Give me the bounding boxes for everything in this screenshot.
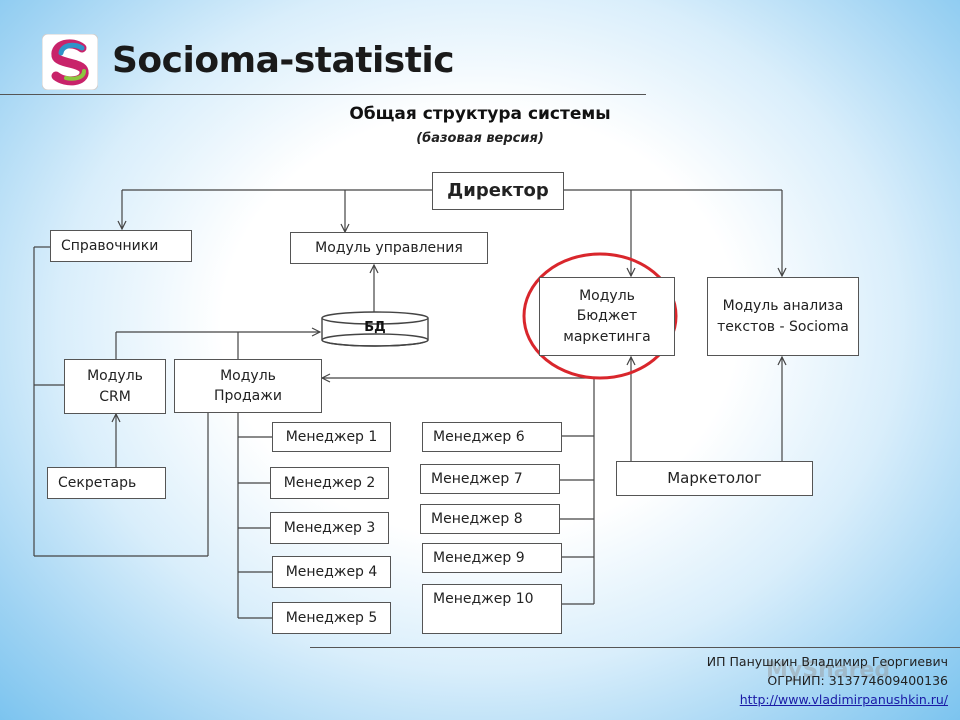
footer-ogrnip: ОГРНИП: 313774609400136 [767, 673, 948, 688]
socioma-s-logo-icon [42, 34, 98, 90]
node-manager-7: Менеджер 7 [420, 464, 560, 494]
node-manager-3: Менеджер 3 [270, 512, 389, 544]
db-label: БД [364, 320, 386, 335]
node-directories: Справочники [50, 230, 192, 262]
node-manager-5: Менеджер 5 [272, 602, 391, 634]
header-divider [0, 94, 646, 95]
footer-link[interactable]: http://www.vladimirpanushkin.ru/ [739, 692, 948, 707]
node-manager-1: Менеджер 1 [272, 422, 391, 452]
node-manager-9: Менеджер 9 [422, 543, 562, 573]
diagram-title: Общая структура системы [349, 104, 611, 124]
node-crm: Модуль CRM [64, 359, 166, 414]
node-director: Директор [432, 172, 564, 210]
node-manager-6: Менеджер 6 [422, 422, 562, 452]
node-manager-8: Менеджер 8 [420, 504, 560, 534]
node-manager-2: Менеджер 2 [270, 467, 389, 499]
node-analysis: Модуль анализа текстов - Socioma [707, 277, 859, 356]
node-sales: Модуль Продажи [174, 359, 322, 413]
app-title: Socioma-statistic [112, 40, 455, 81]
watermark: MyShared [766, 658, 891, 683]
node-management: Модуль управления [290, 232, 488, 264]
node-budget: Модуль Бюджет маркетинга [539, 277, 675, 356]
footer-author: ИП Панушкин Владимир Георгиевич [706, 654, 948, 669]
footer-divider [310, 647, 960, 648]
footer-link-wrap: http://www.vladimirpanushkin.ru/ [740, 692, 948, 707]
node-marketer: Маркетолог [616, 461, 813, 496]
node-manager-4: Менеджер 4 [272, 556, 391, 588]
diagram-subtitle: (базовая версия) [416, 131, 544, 146]
node-secretary: Секретарь [47, 467, 166, 499]
node-manager-10: Менеджер 10 [422, 584, 562, 634]
